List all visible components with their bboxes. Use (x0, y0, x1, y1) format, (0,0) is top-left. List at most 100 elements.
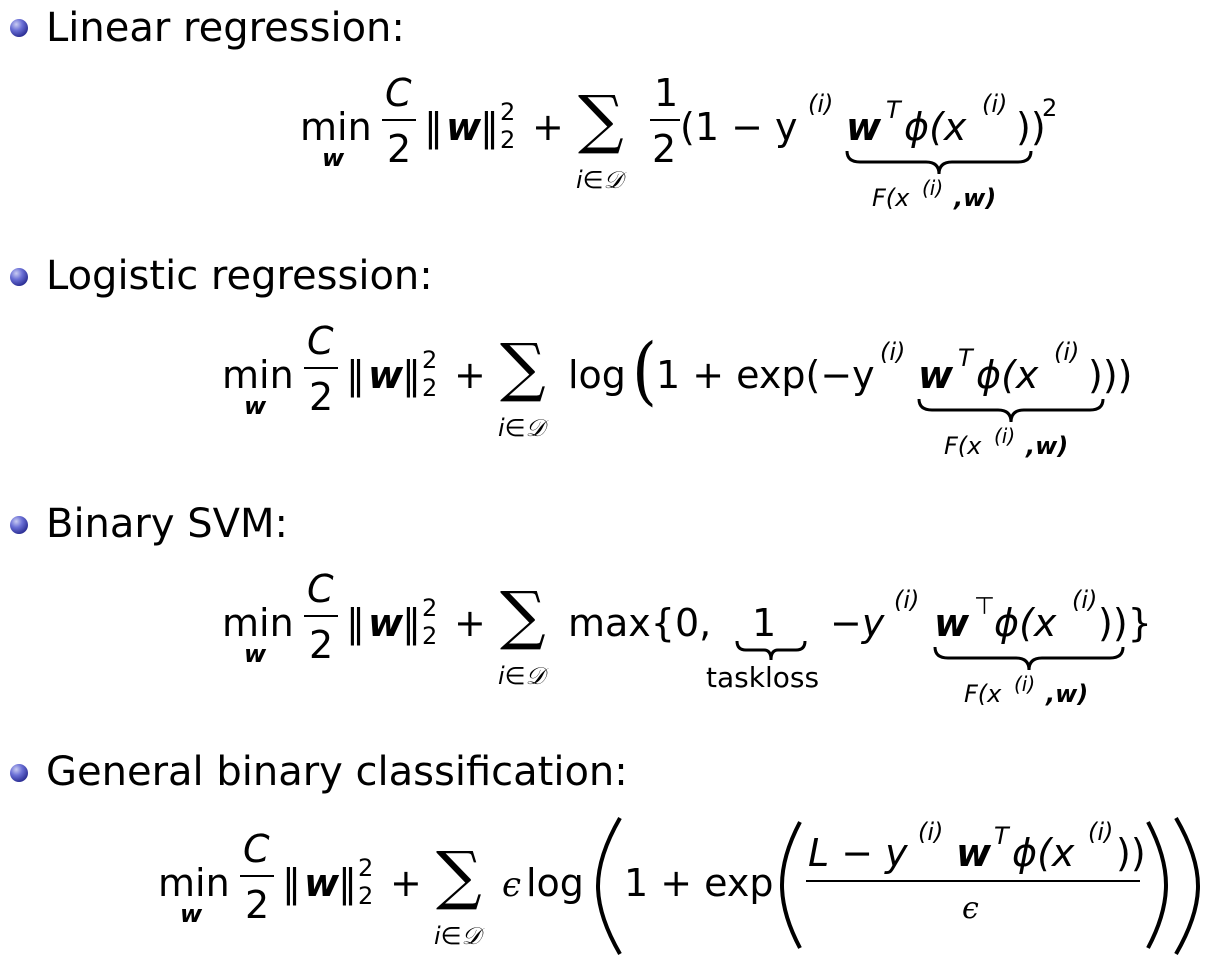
sum-subscript: i∈𝒟 (498, 662, 545, 690)
log-function: log (568, 353, 626, 397)
norm-w: w (304, 861, 340, 905)
underbrace-label: F(x (944, 432, 982, 460)
one-plus-exp: 1 + exp (624, 861, 774, 905)
general-fraction-bar (806, 880, 1140, 882)
numerator-left: L − y (808, 831, 908, 875)
sum-subscript: i∈𝒟 (576, 166, 623, 194)
sum-symbol: ∑ (500, 331, 546, 405)
log-function: log (526, 861, 584, 905)
heading-linear-regression: Linear regression: (46, 5, 405, 51)
superscript-i: (i) (1088, 818, 1114, 846)
phi-x: ϕ(x (976, 353, 1039, 397)
fraction-numerator: C (243, 827, 270, 871)
norm-sub: 2 (422, 622, 438, 650)
w-vector: w (934, 601, 970, 645)
plus-sign: + (454, 601, 486, 645)
superscript-i: (i) (808, 90, 834, 118)
heading-general-binary-classification: General binary classification: (46, 749, 628, 795)
epsilon: ϵ (502, 865, 522, 905)
norm-left-bar: ‖ (424, 105, 443, 149)
bullet-icon (10, 764, 28, 782)
denominator-epsilon: ϵ (962, 891, 979, 926)
plus-sign: + (532, 105, 564, 149)
underbrace (933, 646, 1125, 671)
phi-x: ϕ(x (994, 601, 1057, 645)
norm-right-bar: ‖ (338, 861, 357, 905)
min-subscript: w (244, 392, 267, 420)
norm-right-bar: ‖ (402, 353, 421, 397)
fraction-numerator: C (385, 71, 412, 115)
close-parens: ))) (1088, 353, 1133, 397)
min-operator: min (222, 601, 294, 645)
min-subscript: w (180, 900, 203, 928)
taskloss-label: taskloss (706, 661, 820, 694)
close-paren: )) (1016, 105, 1046, 149)
fraction-numerator: C (307, 319, 334, 363)
underbrace-label: F(x (872, 184, 910, 212)
equation-linear-regression: min w C 2 ‖ w ‖ 2 2 + ∑ i∈𝒟 1 2 (1 − y (… (0, 0, 1218, 230)
half-bar (650, 119, 680, 121)
norm-left-bar: ‖ (282, 861, 301, 905)
norm-sup: 2 (358, 854, 374, 882)
square-sup: 2 (1042, 94, 1058, 122)
sum-subscript: i∈𝒟 (498, 414, 545, 442)
heading-logistic-regression: Logistic regression: (46, 253, 433, 299)
w-vector: w (918, 353, 954, 397)
plus-sign: + (454, 353, 486, 397)
heading-binary-svm: Binary SVM: (46, 501, 288, 547)
superscript-i: (i) (880, 338, 906, 366)
w-transpose: ⊤ (974, 592, 995, 620)
outer-left-paren (595, 816, 622, 956)
min-subscript: w (322, 144, 345, 172)
sum-symbol: ∑ (578, 83, 624, 157)
taskloss-underbrace (735, 640, 807, 661)
underbrace-sup: (i) (922, 176, 944, 200)
underbrace (917, 398, 1105, 423)
norm-sup: 2 (422, 594, 438, 622)
half-numerator: 1 (654, 71, 679, 115)
max-open: max{0, (568, 601, 712, 645)
underbrace-tail: ,w) (954, 184, 997, 212)
sum-symbol: ∑ (436, 839, 482, 913)
norm-left-bar: ‖ (346, 601, 365, 645)
underbrace-sup: (i) (994, 424, 1016, 448)
norm-right-bar: ‖ (402, 601, 421, 645)
fraction-bar (304, 615, 338, 617)
superscript-i: (i) (918, 818, 944, 846)
body-left: (1 − y (680, 105, 798, 149)
underbrace (845, 150, 1033, 175)
equation-binary-svm: min w C 2 ‖ w ‖ 2 2 + ∑ i∈𝒟 max{0, 1 tas… (222, 567, 1152, 706)
fraction-bar (382, 119, 416, 121)
w-transpose: T (886, 96, 901, 124)
minus-y: −y (830, 601, 885, 645)
norm-w: w (446, 105, 482, 149)
min-operator: min (158, 861, 230, 905)
phi-x: ϕ(x (1012, 831, 1075, 875)
fraction-denominator: 2 (245, 883, 270, 927)
fraction-bar (240, 875, 274, 877)
fraction-numerator: C (307, 567, 334, 611)
w-vector: w (846, 105, 882, 149)
close-parens-brace: ))} (1098, 601, 1152, 645)
norm-sub: 2 (422, 374, 438, 402)
equation-logistic-regression: min w C 2 ‖ w ‖ 2 2 + ∑ i∈𝒟 log ( 1 + ex… (0, 0, 1218, 480)
phi-x: ϕ(x (904, 105, 967, 149)
norm-left-bar: ‖ (346, 353, 365, 397)
inner-left-paren (779, 821, 802, 949)
inner-right-paren (1146, 821, 1169, 949)
sum-symbol: ∑ (500, 579, 546, 653)
norm-w: w (368, 601, 404, 645)
bullet-icon (10, 268, 28, 286)
norm-sub: 2 (358, 882, 374, 910)
fraction-denominator: 2 (387, 127, 412, 171)
superscript-i: (i) (894, 586, 920, 614)
fraction-denominator: 2 (309, 623, 334, 667)
underbrace-sup: (i) (1014, 672, 1036, 696)
one-taskloss-value: 1 (752, 601, 777, 645)
big-open-paren: ( (632, 329, 657, 415)
numerator-close: )) (1116, 831, 1146, 875)
fraction-bar (304, 367, 338, 369)
half-denominator: 2 (652, 127, 677, 171)
min-subscript: w (244, 640, 267, 668)
